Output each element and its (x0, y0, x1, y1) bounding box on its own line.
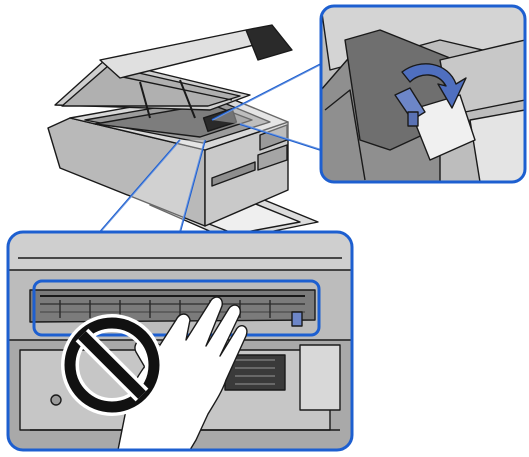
printer-illustration (47, 24, 319, 241)
do-not-touch-callout-frame (6, 230, 354, 452)
connector-fill (100, 64, 321, 232)
transport-lock-callout (319, 4, 527, 184)
prohibition-icon (61, 314, 163, 416)
rotate-arrow-icon (401, 63, 467, 109)
transport-lock-callout-frame (319, 4, 527, 184)
flat-cable-rail (29, 289, 316, 323)
callout-connectors (99, 63, 322, 233)
do-not-touch-cable-callout (6, 230, 354, 452)
print-head-carriage (202, 108, 238, 132)
document-cover (99, 29, 259, 79)
